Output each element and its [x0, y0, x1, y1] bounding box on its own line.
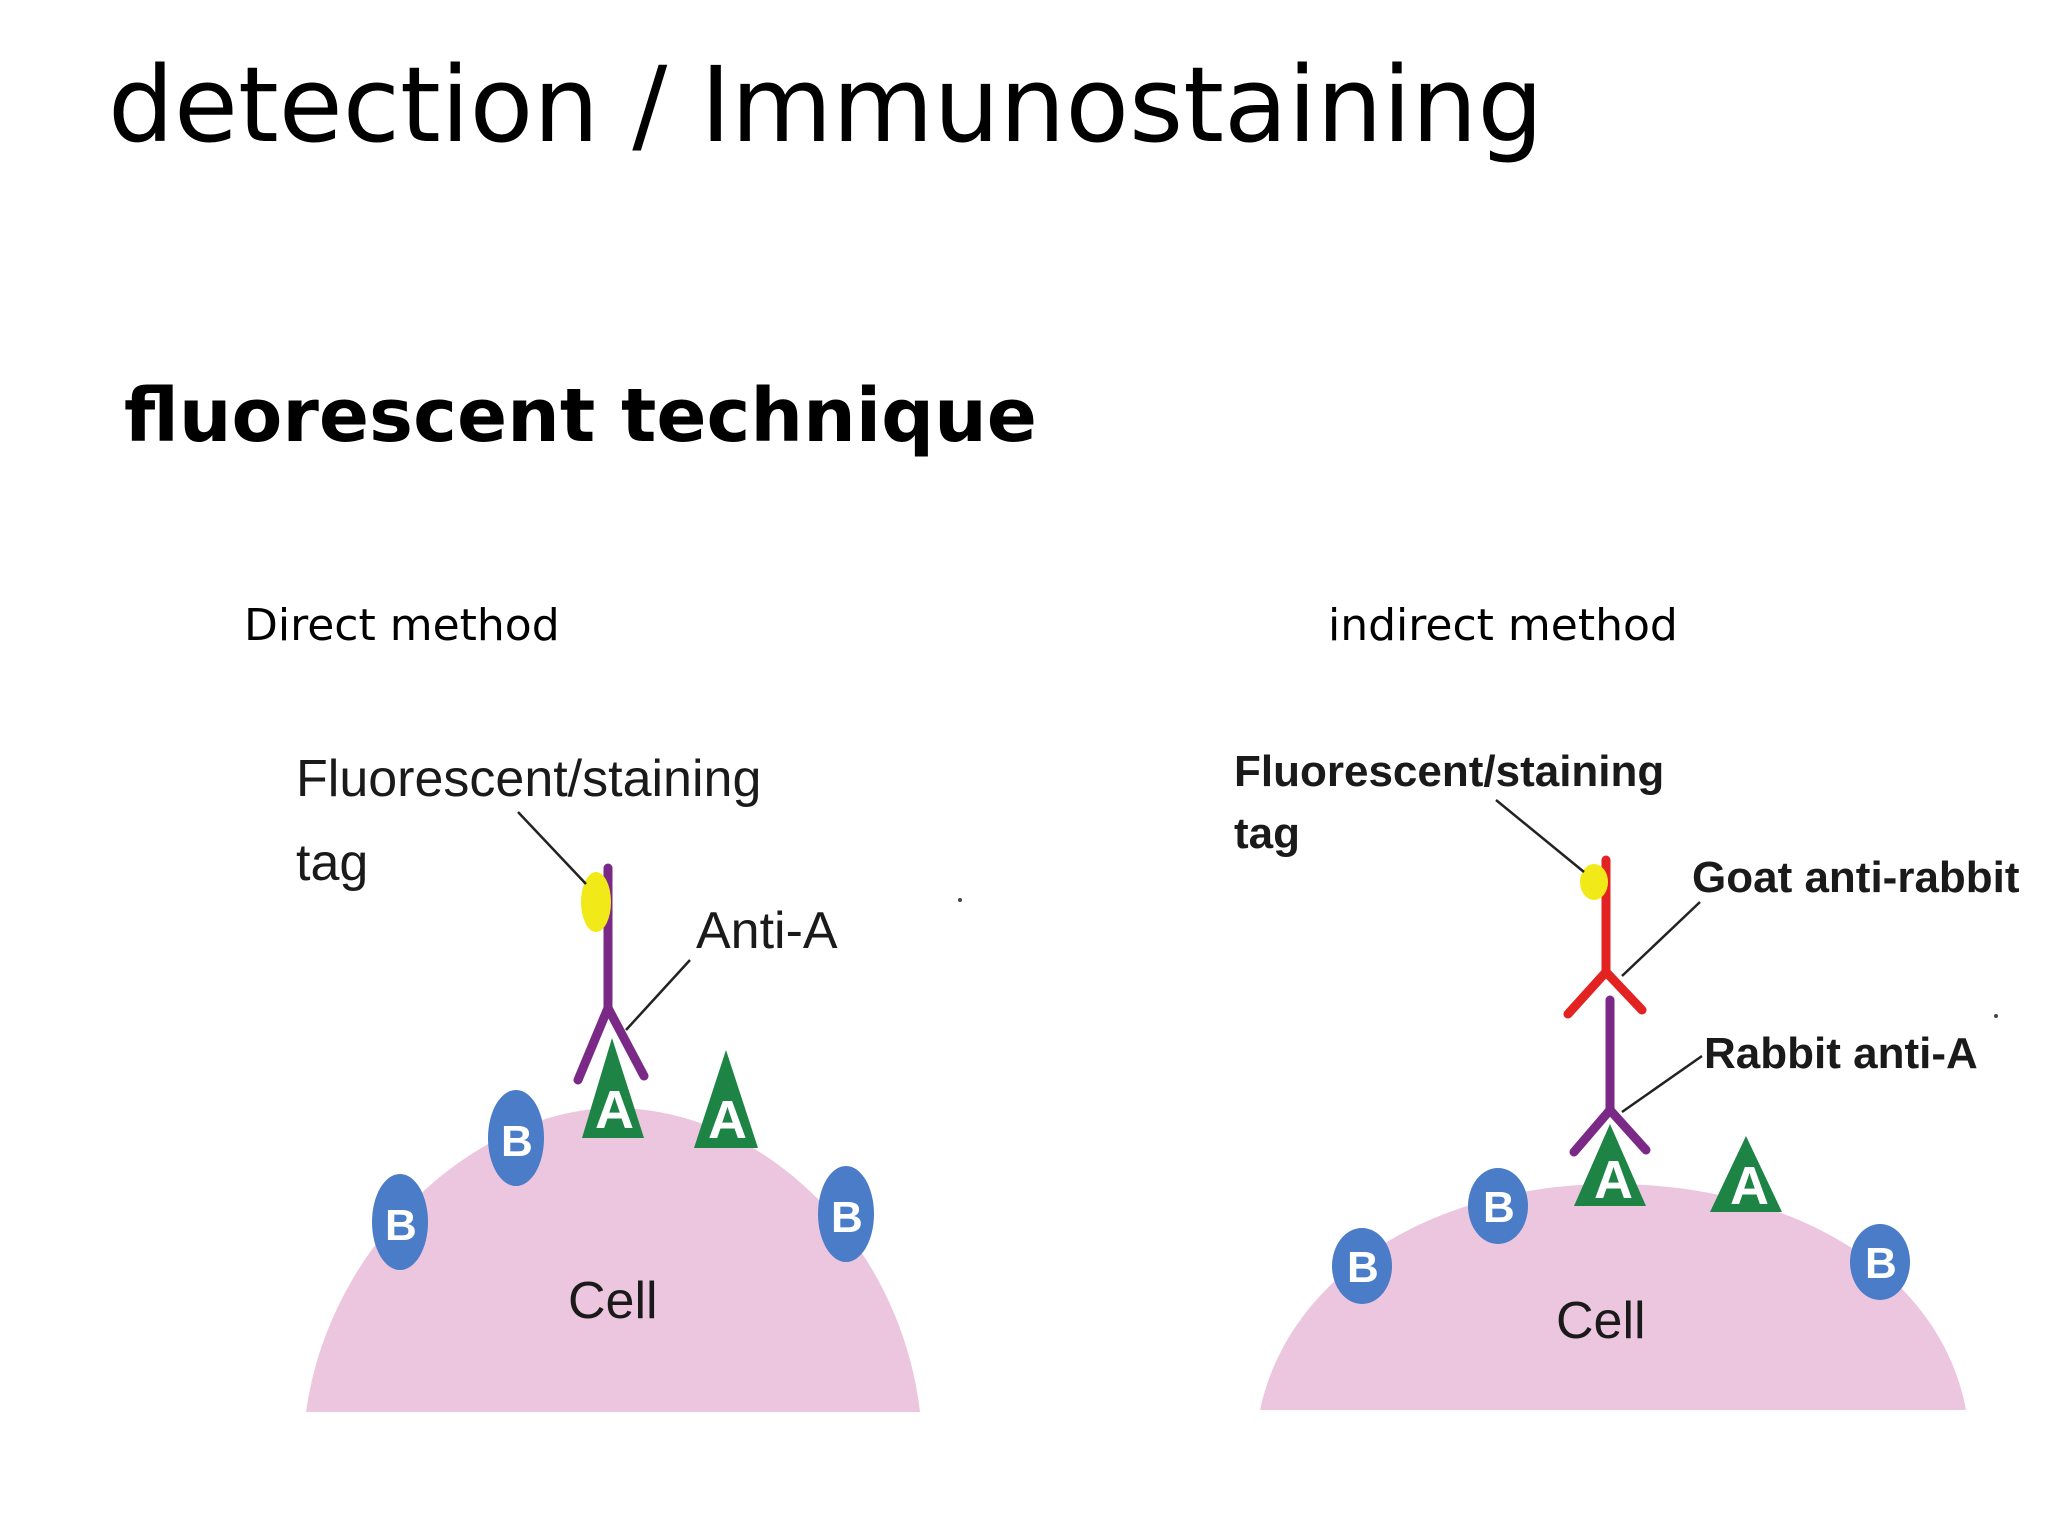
indirect-tag-label-line1: Fluorescent/staining: [1234, 747, 1664, 796]
svg-text:A: A: [1730, 1156, 1769, 1216]
direct-antibody-label: Anti-A: [696, 902, 838, 960]
svg-text:B: B: [385, 1201, 417, 1250]
direct-cell: [306, 1108, 920, 1412]
svg-text:B: B: [831, 1193, 863, 1242]
indirect-tag-pointer: [1495, 799, 1585, 873]
svg-text:A: A: [708, 1090, 747, 1150]
svg-text:B: B: [1347, 1243, 1379, 1292]
direct-antigen-b-3: B: [818, 1166, 874, 1262]
direct-antigen-b-2: B: [488, 1090, 544, 1186]
indirect-antigen-b-2: B: [1468, 1168, 1528, 1244]
svg-text:A: A: [595, 1080, 634, 1140]
direct-antigen-a-bound: A: [582, 1038, 644, 1140]
indirect-secondary-label: Goat anti-rabbit: [1692, 853, 2020, 902]
direct-tag-label-line2: tag: [296, 834, 368, 892]
svg-text:B: B: [1483, 1183, 1515, 1232]
indirect-diagram: Cell B B B A A: [1234, 747, 2020, 1410]
indirect-fluorescent-tag: [1580, 864, 1608, 900]
direct-cell-label: Cell: [568, 1272, 658, 1330]
indirect-primary-pointer: [1621, 1054, 1703, 1114]
direct-fluorescent-tag: [581, 872, 611, 932]
indirect-antigen-a-free: A: [1710, 1136, 1782, 1216]
direct-antigen-b-1: B: [372, 1174, 428, 1270]
indirect-cell-label: Cell: [1556, 1292, 1646, 1350]
slide-title: detection / Immunostaining: [108, 44, 1544, 166]
direct-antigen-a-free: A: [694, 1050, 758, 1150]
svg-text:A: A: [1594, 1150, 1633, 1210]
indirect-antigen-b-1: B: [1332, 1228, 1392, 1304]
direct-antibody-pointer: [625, 959, 691, 1031]
svg-text:B: B: [501, 1117, 533, 1166]
direct-tag-pointer: [517, 811, 587, 885]
indirect-antigen-a-bound: A: [1574, 1124, 1646, 1210]
indirect-method-heading: indirect method: [1328, 600, 1678, 651]
indirect-cell: [1260, 1184, 1966, 1410]
direct-method-heading: Direct method: [244, 600, 560, 651]
indirect-antigen-b-3: B: [1850, 1224, 1910, 1300]
direct-tag-label-line1: Fluorescent/staining: [296, 750, 761, 808]
indirect-tag-label-line2: tag: [1234, 809, 1300, 858]
indirect-primary-antibody: [1569, 995, 1651, 1157]
slide-subtitle: fluorescent technique: [124, 373, 1037, 459]
direct-stray-dot: [958, 898, 962, 902]
svg-text:B: B: [1865, 1239, 1897, 1288]
direct-diagram: Cell B B B A A: [296, 750, 962, 1412]
indirect-stray-dot: [1994, 1014, 1998, 1018]
indirect-primary-label: Rabbit anti-A: [1704, 1029, 1978, 1078]
indirect-secondary-pointer: [1621, 901, 1701, 977]
